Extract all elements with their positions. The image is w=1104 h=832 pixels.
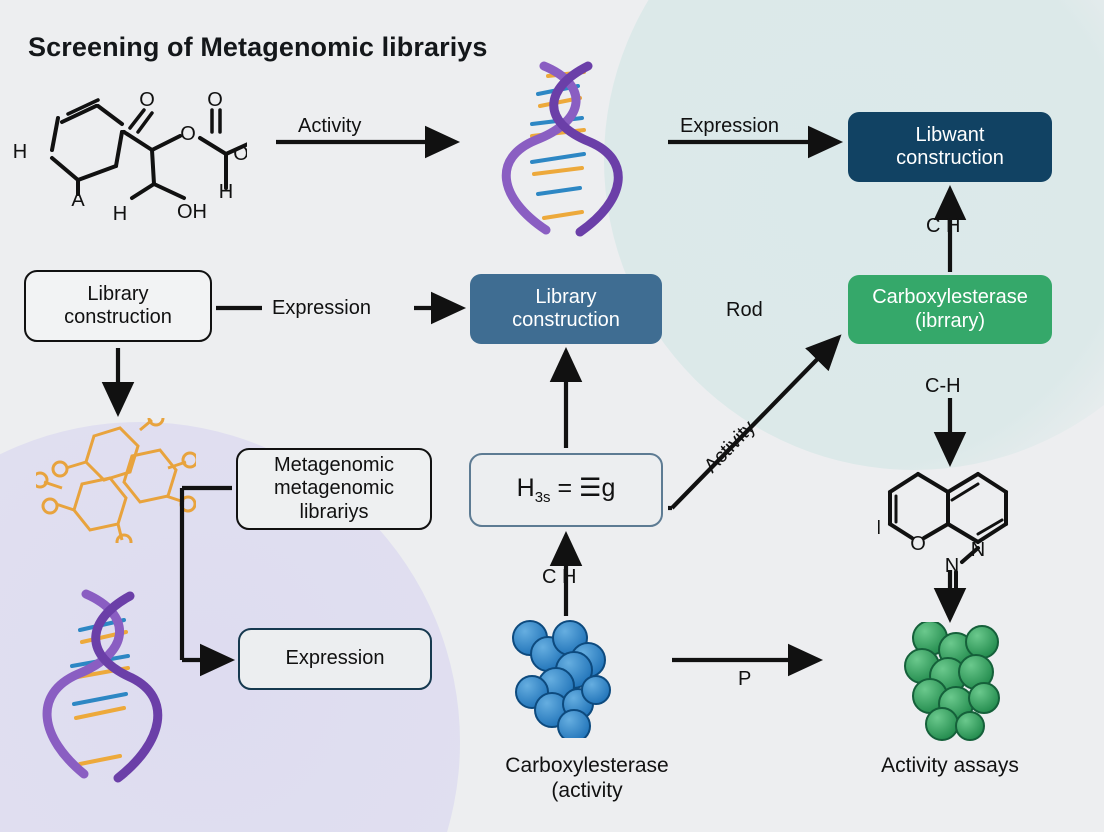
libwant-construction-box[interactable]: Libwant construction: [848, 112, 1052, 182]
arrow-label-activity-top: Activity: [298, 115, 362, 137]
atom-label-N: N: [945, 555, 959, 577]
metagenomic-libraries-box[interactable]: Metagenomic metagenomic librariys: [236, 448, 432, 530]
expression-box[interactable]: Expression: [238, 628, 432, 690]
box-label: Expression: [285, 647, 385, 670]
arrow-label-rod: Rod: [726, 299, 763, 321]
caption-activity-assays: Activity assays: [881, 754, 1019, 777]
carboxylesterase-library-box[interactable]: Carboxylesterase (ibrrary): [848, 275, 1052, 344]
caption-carboxylesterase-activity: Carboxylesterase (activity: [505, 754, 669, 802]
protein-cluster-icon: [512, 620, 611, 738]
atom-label-H: H: [219, 181, 233, 203]
molecule-icon: [36, 418, 196, 543]
atom-label-A: A: [71, 189, 85, 211]
atom-label-O: O: [139, 89, 155, 111]
arrow-label-ch-center: C H: [542, 566, 577, 588]
atom-label-O: O: [180, 123, 196, 145]
atom-label-H: H: [13, 141, 27, 163]
box-label: Library construction: [64, 282, 172, 328]
arrow-label-p-bottom: P: [738, 668, 752, 690]
dna-helix-icon: [42, 589, 163, 783]
left-chemical-structure: H O O O O A H OH H: [13, 89, 247, 223]
box-label: Libwant construction: [896, 123, 1004, 169]
atom-label-H: H: [878, 517, 881, 539]
box-label: Carboxylesterase (ibrrary): [872, 286, 1028, 332]
atom-label-O: O: [233, 143, 247, 165]
library-construction-outline-box[interactable]: Library construction: [24, 270, 212, 342]
arrow-label-expression-left: Expression: [272, 297, 371, 319]
box-label: Metagenomic metagenomic librariys: [273, 453, 395, 523]
atom-label-O: O: [910, 533, 926, 555]
library-construction-blue-box[interactable]: Library construction: [470, 274, 662, 344]
right-chemical-structure: H O N N: [878, 472, 1008, 592]
atom-label-O: O: [207, 89, 223, 111]
box-label: Library construction: [512, 285, 620, 331]
background-blob-teal: [604, 0, 1104, 470]
arrow-label-ch-right: C H: [926, 215, 961, 237]
atom-label-OH: OH: [177, 201, 207, 223]
arrow-label-ch-dash-right: C-H: [925, 375, 961, 397]
atom-label-N: N: [971, 539, 985, 561]
page-title: Screening of Metagenomic librariys: [28, 32, 488, 62]
formula-label: H3s = ☰g: [516, 473, 616, 506]
arrow-label-expression-top-right: Expression: [680, 115, 779, 137]
arrow-activity-diagonal: [670, 334, 842, 510]
arrow-label-activity-diagonal: Activity: [700, 416, 760, 478]
formula-box[interactable]: H3s = ☰g: [469, 453, 663, 527]
atom-label-H: H: [113, 203, 127, 223]
dna-helix-icon: [501, 61, 623, 237]
protein-cluster-icon: [904, 622, 1000, 741]
